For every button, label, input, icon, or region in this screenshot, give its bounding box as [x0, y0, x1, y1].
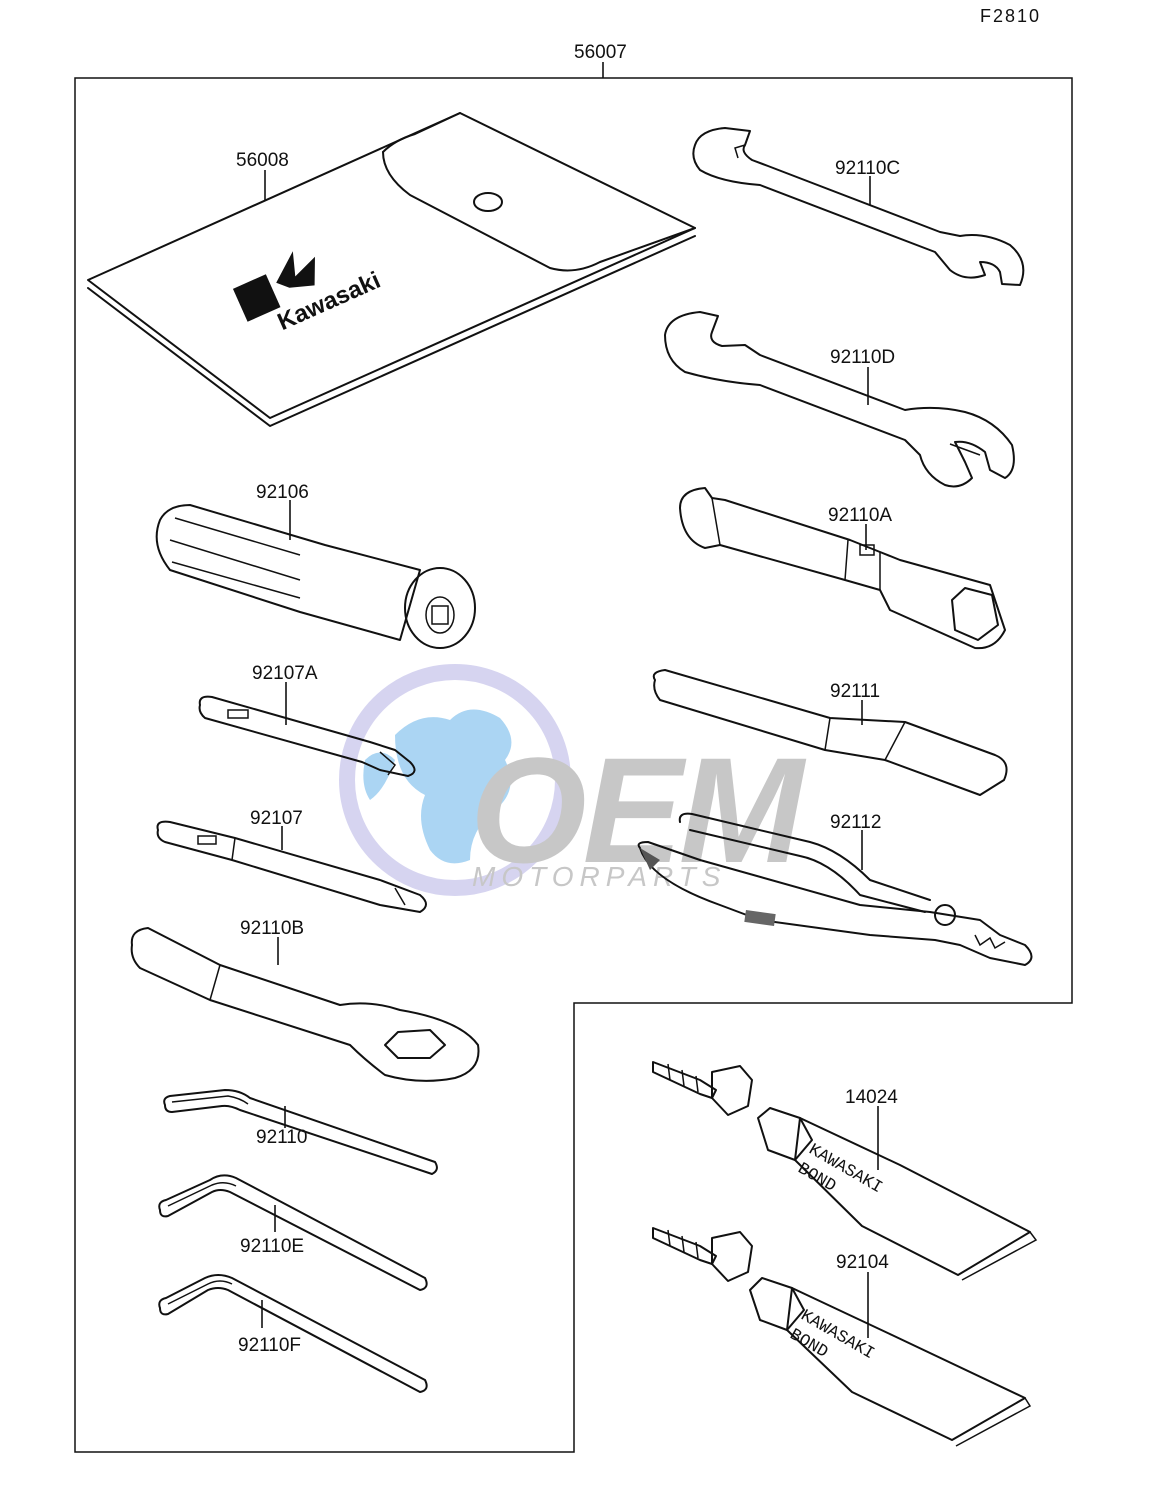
label-92110c: 92110C [835, 158, 900, 179]
pliers [637, 812, 1033, 966]
open-end-wrench-d [664, 311, 1015, 488]
label-56007: 56007 [574, 42, 627, 63]
label-92107a: 92107A [252, 663, 318, 684]
tool-pouch: Kawasaki [87, 112, 696, 427]
extension-bar [652, 669, 1008, 796]
label-92104: 92104 [836, 1252, 889, 1273]
watermark-globe-land [395, 709, 512, 864]
label-92107: 92107 [250, 808, 303, 829]
label-92110a: 92110A [828, 505, 892, 526]
hex-key [163, 1089, 438, 1175]
label-92111: 92111 [830, 681, 880, 702]
hex-key-e [158, 1174, 428, 1291]
watermark-sub-text: MOTORPARTS [472, 861, 726, 892]
phillips-screwdriver-bit [198, 695, 416, 777]
watermark-main-text: OEM [470, 726, 807, 894]
label-92106: 92106 [256, 482, 309, 503]
hex-key-f [158, 1274, 428, 1393]
label-92110: 92110 [256, 1127, 307, 1148]
figure-code: F2810 [980, 6, 1041, 26]
kit-frame [74, 77, 1073, 1453]
label-92110b: 92110B [240, 918, 304, 939]
label-92110f: 92110F [238, 1335, 301, 1356]
open-end-wrench-c [692, 127, 1025, 286]
label-14024: 14024 [845, 1087, 898, 1108]
label-56008: 56008 [236, 150, 289, 171]
screwdriver-handle [155, 504, 476, 649]
watermark: OEM MOTORPARTS [339, 664, 811, 896]
ring-wrench [130, 927, 480, 1082]
kawasaki-logo-wing [276, 251, 315, 288]
spark-plug-wrench [679, 487, 1006, 650]
label-92110e: 92110E [240, 1236, 304, 1257]
watermark-globe-land-2 [363, 752, 395, 800]
label-92112: 92112 [830, 812, 881, 833]
watermark-globe-ring [339, 664, 571, 896]
label-92110d: 92110D [830, 347, 895, 368]
kawasaki-logo-block [232, 274, 281, 322]
flat-screwdriver-bit [156, 820, 427, 913]
